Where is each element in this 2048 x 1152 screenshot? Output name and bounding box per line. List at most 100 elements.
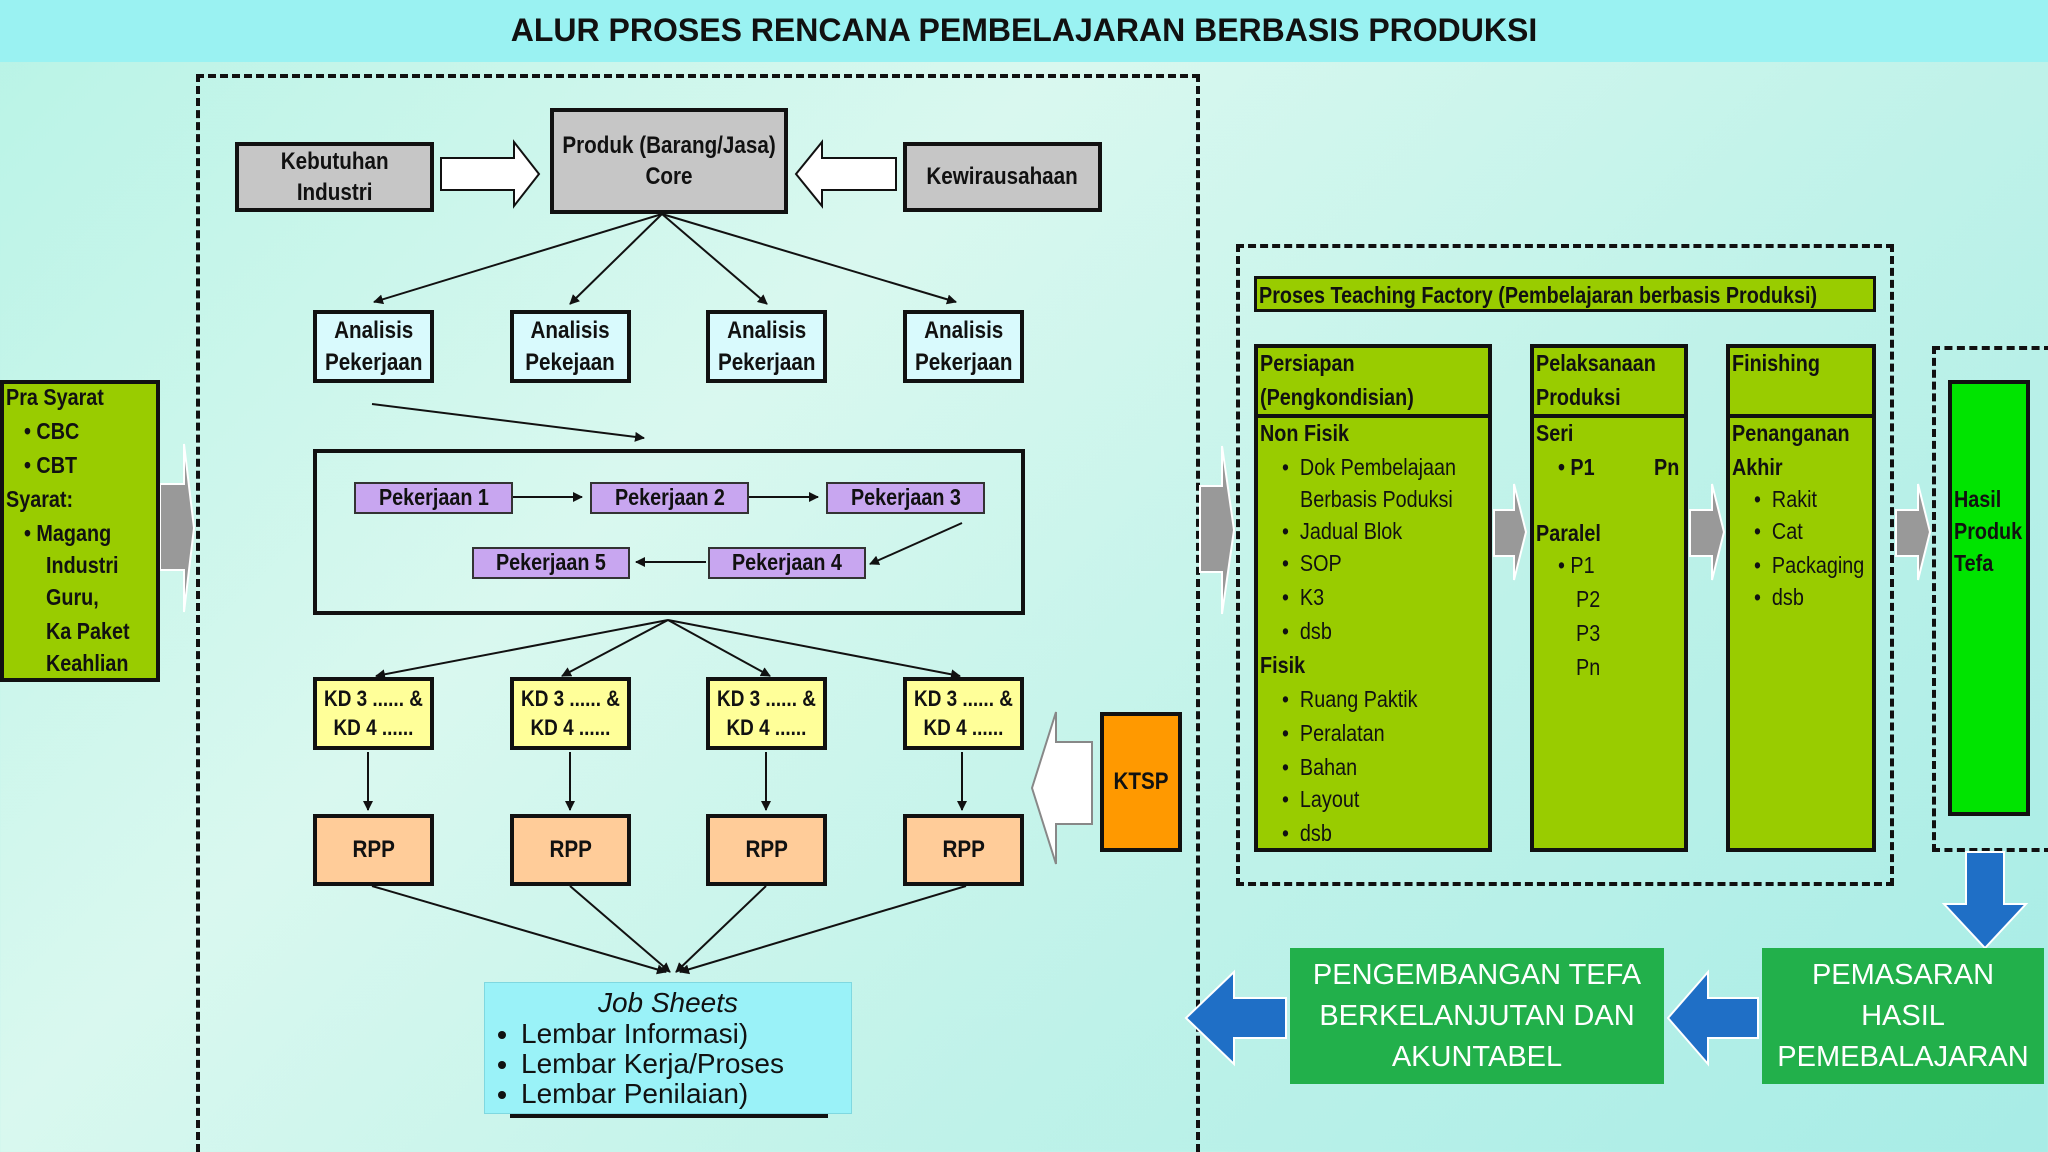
persiapan-title-box: Persiapan (Pengkondisian): [1254, 344, 1492, 418]
ktsp-box: KTSP: [1100, 712, 1182, 852]
kd-3-line1: KD 3 ...... &: [717, 685, 816, 711]
hasil-dashed-frame: [1932, 346, 2048, 852]
pengembangan-line1: PENGEMBANGAN TEFA: [1312, 958, 1642, 991]
nonfisik-item-label: SOP: [1299, 550, 1342, 576]
fisik-heading: Fisik: [1260, 652, 1306, 678]
job-sheets-underline: [510, 1114, 828, 1118]
arrow-frame-kd-3: [667, 619, 771, 677]
tefa-header-label: Proses Teaching Factory (Pembelajaran be…: [1259, 282, 1818, 308]
syarat-ka-paket: Ka Paket: [46, 618, 130, 644]
kd-1-line2: KD 4 ......: [333, 714, 414, 740]
kd-box-1: KD 3 ...... & KD 4 ......: [313, 677, 434, 750]
pekerjaan-1-box: Pekerjaan 1: [354, 482, 513, 514]
job-sheets-box: Job Sheets Lembar Informasi) Lembar Kerj…: [484, 982, 852, 1114]
nonfisik-item-label: dsb: [1299, 618, 1332, 644]
prasyarat-item-cbt: • CBT: [24, 452, 78, 478]
rpp-box-1: RPP: [313, 814, 434, 886]
pelaksanaan-title-line1: Pelaksanaan: [1536, 350, 1656, 376]
gray-arrow-prasyarat: [159, 443, 196, 613]
analisis-2-line2: Pekejaan: [525, 348, 616, 376]
kd-box-2: KD 3 ...... &KD 4 ......: [510, 677, 631, 750]
nonfisik-item: • Jadual Blok: [1282, 518, 1403, 544]
finishing-item: • Rakit: [1754, 486, 1817, 512]
nonfisik-item: • Dok Pembelajaan: [1282, 454, 1457, 480]
arrow-p3-p4: [869, 522, 963, 565]
pelaksanaan-title-line2: Produksi: [1536, 384, 1621, 410]
nonfisik-item: • SOP: [1282, 550, 1342, 576]
kd-box-4: KD 3 ...... &KD 4 ......: [903, 677, 1024, 750]
pekerjaan-frame: [313, 449, 1025, 615]
finishing-item: • dsb: [1754, 584, 1804, 610]
kd-1-line1: KD 3 ...... &: [324, 685, 423, 711]
seri-heading: Seri: [1536, 420, 1574, 446]
analisis-3-line2: Pekerjaan: [717, 348, 816, 376]
persiapan-title-line2: (Pengkondisian): [1260, 384, 1414, 410]
seri-p1: • P1: [1558, 454, 1595, 480]
arrow-rpp-js-2: [569, 885, 671, 973]
paralel-item: • P1: [1558, 552, 1595, 578]
finishing-item-label: dsb: [1771, 584, 1804, 610]
produk-core-box: Produk (Barang/Jasa) Core: [550, 108, 788, 214]
fisik-item-label: dsb: [1299, 820, 1332, 846]
arrow-frame-kd-4: [667, 619, 961, 680]
syarat-heading: Syarat:: [6, 486, 74, 512]
paralel-heading: Paralel: [1536, 520, 1601, 546]
finishing-item-label: Rakit: [1771, 486, 1817, 512]
job-sheets-item: Lembar Informasi): [521, 1019, 851, 1049]
nonfisik-item-label: Jadual Blok: [1299, 518, 1403, 544]
analisis-3-line1: Analisis: [726, 317, 807, 345]
fisik-item-label: Layout: [1299, 786, 1360, 812]
produk-line2: Core: [645, 163, 693, 190]
rpp-2-label: RPP: [549, 836, 592, 864]
paralel-item: P3: [1576, 620, 1601, 646]
nonfisik-heading: Non Fisik: [1260, 420, 1350, 446]
pekerjaan-2-box: Pekerjaan 2: [590, 482, 749, 514]
job-sheets-title: Job Sheets: [597, 987, 739, 1018]
gray-arrow-finishing: [1689, 483, 1726, 581]
persiapan-title-line1: Persiapan: [1260, 350, 1355, 376]
rpp-box-4: RPP: [903, 814, 1024, 886]
prasyarat-heading: Pra Syarat: [6, 384, 104, 410]
pekerjaan-1-label: Pekerjaan 1: [378, 484, 489, 511]
left-dashed-frame: [196, 74, 1200, 1152]
pekerjaan-3-label: Pekerjaan 3: [850, 484, 961, 511]
pelaksanaan-body: Seri • P1 Pn Paralel • P1 P2 P3 Pn: [1530, 414, 1688, 852]
rpp-3-label: RPP: [745, 836, 788, 864]
seri-pn: Pn: [1654, 454, 1680, 480]
finishing-sub-line1: Penanganan: [1732, 420, 1850, 446]
nonfisik-item-cont: Berbasis Poduksi: [1300, 486, 1453, 512]
pemasaran-line2: HASIL: [1861, 999, 1945, 1032]
blue-arrow-left-1: [1666, 969, 1759, 1067]
analisis-1-line1: Analisis: [333, 317, 414, 345]
finishing-title-box: Finishing: [1726, 344, 1876, 418]
pengembangan-line3: AKUNTABEL: [1391, 1040, 1563, 1073]
fisik-item: • Ruang Paktik: [1282, 686, 1418, 712]
syarat-magang-label: Magang: [36, 520, 112, 546]
nonfisik-item: • dsb: [1282, 618, 1332, 644]
pemasaran-line3: PEMEBALAJARAN: [1777, 1040, 2029, 1073]
kd-4-line2: KD 4 ......: [923, 714, 1004, 740]
arrow-rpp-js-3: [675, 885, 767, 973]
kd-2-line2: KD 4 ......: [530, 714, 611, 740]
kewirausahaan-box: Kewirausahaan: [903, 142, 1102, 212]
analisis-4-line2: Pekerjaan: [914, 348, 1013, 376]
pekerjaan-4-label: Pekerjaan 4: [732, 549, 842, 576]
rpp-box-3: RPP: [706, 814, 827, 886]
arrow-analisis-pekerjaan: [371, 403, 645, 442]
arrow-frame-kd-1: [375, 619, 669, 680]
kd-box-3: KD 3 ...... &KD 4 ......: [706, 677, 827, 750]
pekerjaan-4-box: Pekerjaan 4: [708, 547, 866, 579]
arrow-produk-analisis-1: [373, 213, 663, 305]
nonfisik-item-label: K3: [1299, 584, 1325, 610]
arrow-produk-analisis-4: [661, 213, 957, 305]
syarat-keahlian: Keahlian: [46, 650, 129, 676]
syarat-guru: Guru,: [46, 584, 99, 610]
gray-arrow-tefa: [1199, 445, 1236, 615]
finishing-item: • Packaging: [1754, 552, 1865, 578]
paralel-item: Pn: [1576, 654, 1601, 680]
produk-line1: Produk (Barang/Jasa): [562, 131, 776, 159]
blue-arrow-down: [1941, 851, 2029, 950]
